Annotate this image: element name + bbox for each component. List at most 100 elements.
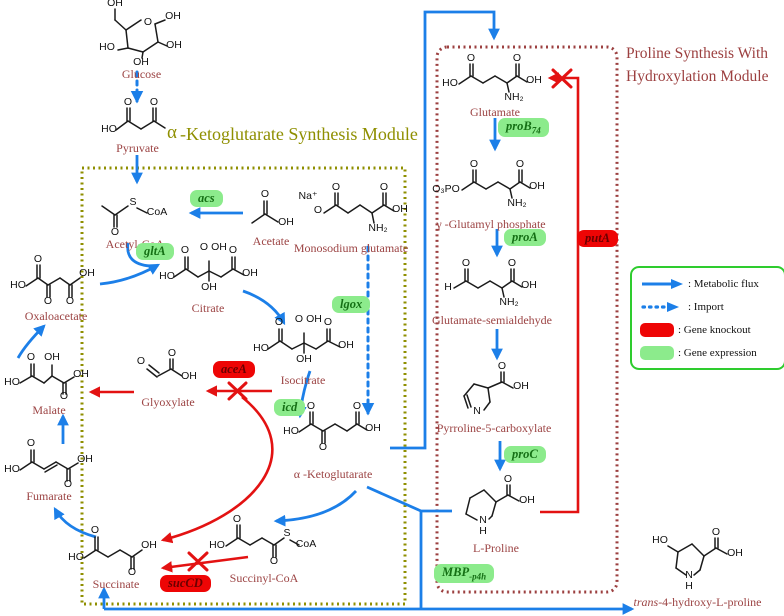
svg-text:OH: OH: [211, 241, 227, 253]
svg-text:HO: HO: [101, 123, 117, 135]
legend-item-gene-knockout: : Gene knockout: [640, 322, 778, 337]
svg-text:O: O: [181, 244, 189, 256]
svg-text:O: O: [470, 158, 478, 170]
svg-text:N: N: [479, 514, 487, 526]
knockout-x-sucCD: [187, 551, 209, 572]
alpha-symbol: α: [167, 122, 177, 143]
svg-text:O: O: [498, 360, 506, 372]
molecule-label-l-proline: L-Proline: [473, 541, 519, 555]
molecule-label-pyrroline-5-carboxylate: Pyrroline-5-carboxylate: [436, 421, 552, 435]
import-dashed-arrow-icon: [641, 301, 679, 312]
gene-label-sucCD: sucCD: [160, 575, 211, 592]
molecule-label-glyoxylate: Glyoxylate: [141, 395, 195, 409]
svg-text:NH₂: NH₂: [507, 197, 526, 209]
svg-text:O: O: [144, 16, 152, 28]
svg-text:O: O: [27, 351, 35, 363]
molecule-label-trans-4-hydroxy-l-proline: trans-4-hydroxy-L-proline: [633, 595, 762, 609]
molecule-label-gamma-glutamyl-phosphate: γ -Glutamyl phosphate: [436, 217, 546, 231]
legend-label: : Import: [688, 300, 724, 313]
svg-text:OH: OH: [107, 0, 123, 9]
molecule-label-monosodium-glutamate: Monosodium glutamate: [293, 241, 409, 255]
legend: : Metabolic flux : Import : Gene knockou…: [630, 266, 784, 370]
gene-label-proA: proA: [504, 229, 546, 246]
svg-text:O: O: [324, 316, 332, 328]
svg-text:O: O: [229, 244, 237, 256]
svg-text:O: O: [111, 226, 119, 238]
molecule-label-malate: Malate: [32, 403, 66, 417]
svg-text:O: O: [233, 513, 241, 525]
molecule-label-alpha-ketoglutarate: α -Ketoglutarate: [293, 467, 373, 481]
proline-module-title: Proline Synthesis With Hydroxylation Mod…: [626, 45, 769, 86]
svg-text:OH: OH: [365, 422, 381, 434]
svg-text:O: O: [314, 204, 322, 216]
molecule-label-fumarate: Fumarate: [26, 489, 72, 503]
molecule-label-citrate: Citrate: [191, 301, 225, 315]
arrow-oxaloacetate-citrate: [99, 263, 161, 286]
akg-module-title: α-Ketoglutarate Synthesis Module: [167, 122, 418, 146]
svg-text:H: H: [479, 525, 487, 537]
svg-text:HO: HO: [4, 376, 20, 388]
gene-label-proC: proC: [504, 446, 546, 463]
svg-text:HO: HO: [68, 551, 84, 563]
knockout-x-putA: [551, 68, 573, 89]
svg-text:O: O: [128, 566, 136, 578]
svg-text:O: O: [168, 347, 176, 359]
legend-item-import: : Import: [640, 299, 778, 314]
gene-label-putA: putA: [577, 230, 619, 247]
svg-text:OH: OH: [513, 380, 529, 392]
svg-text:H: H: [444, 281, 452, 293]
svg-text:OH: OH: [181, 370, 197, 382]
gene-label-aceA: aceA: [213, 361, 255, 378]
svg-text:O: O: [275, 316, 283, 328]
svg-text:OH: OH: [392, 203, 408, 215]
svg-text:O: O: [91, 524, 99, 536]
svg-text:OH: OH: [201, 281, 217, 293]
svg-text:O: O: [353, 400, 361, 412]
legend-item-gene-expression: : Gene expression: [640, 345, 778, 360]
svg-text:O: O: [467, 52, 475, 64]
svg-text:O: O: [64, 478, 72, 490]
line-akg-p4h-junction: [366, 485, 452, 513]
svg-text:NH₂: NH₂: [504, 91, 523, 103]
svg-text:NH₂: NH₂: [499, 296, 518, 308]
svg-text:OH: OH: [141, 539, 157, 551]
molecule-label-pyruvate: Pyruvate: [116, 141, 159, 155]
molecule-label-glutamate-semialdehyde: Glutamate-semialdehyde: [432, 313, 552, 327]
svg-text:O: O: [332, 181, 340, 193]
svg-text:O: O: [462, 257, 470, 269]
svg-text:OH: OH: [166, 39, 182, 51]
svg-text:O: O: [504, 473, 512, 485]
svg-text:O: O: [200, 241, 208, 253]
knockout-x-aceA: [227, 381, 248, 401]
svg-text:S: S: [129, 196, 136, 208]
svg-text:O: O: [319, 441, 327, 453]
molecule-label-succinyl-coa: Succinyl-CoA: [229, 571, 299, 585]
svg-text:OH: OH: [529, 180, 545, 192]
svg-text:HO: HO: [4, 463, 20, 475]
svg-text:O: O: [513, 52, 521, 64]
legend-label: : Gene knockout: [678, 323, 751, 336]
svg-text:O: O: [295, 313, 303, 325]
svg-text:HO: HO: [159, 270, 175, 282]
gene-label-gltA: gltA: [136, 243, 174, 260]
gene-label-acs: acs: [190, 190, 223, 207]
svg-text:O₃PO: O₃PO: [432, 183, 460, 195]
svg-text:O: O: [150, 96, 158, 108]
svg-text:OH: OH: [73, 368, 89, 380]
svg-text:OH: OH: [306, 313, 322, 325]
svg-text:O: O: [27, 437, 35, 449]
svg-text:HO: HO: [99, 41, 115, 53]
svg-text:N: N: [685, 569, 693, 581]
